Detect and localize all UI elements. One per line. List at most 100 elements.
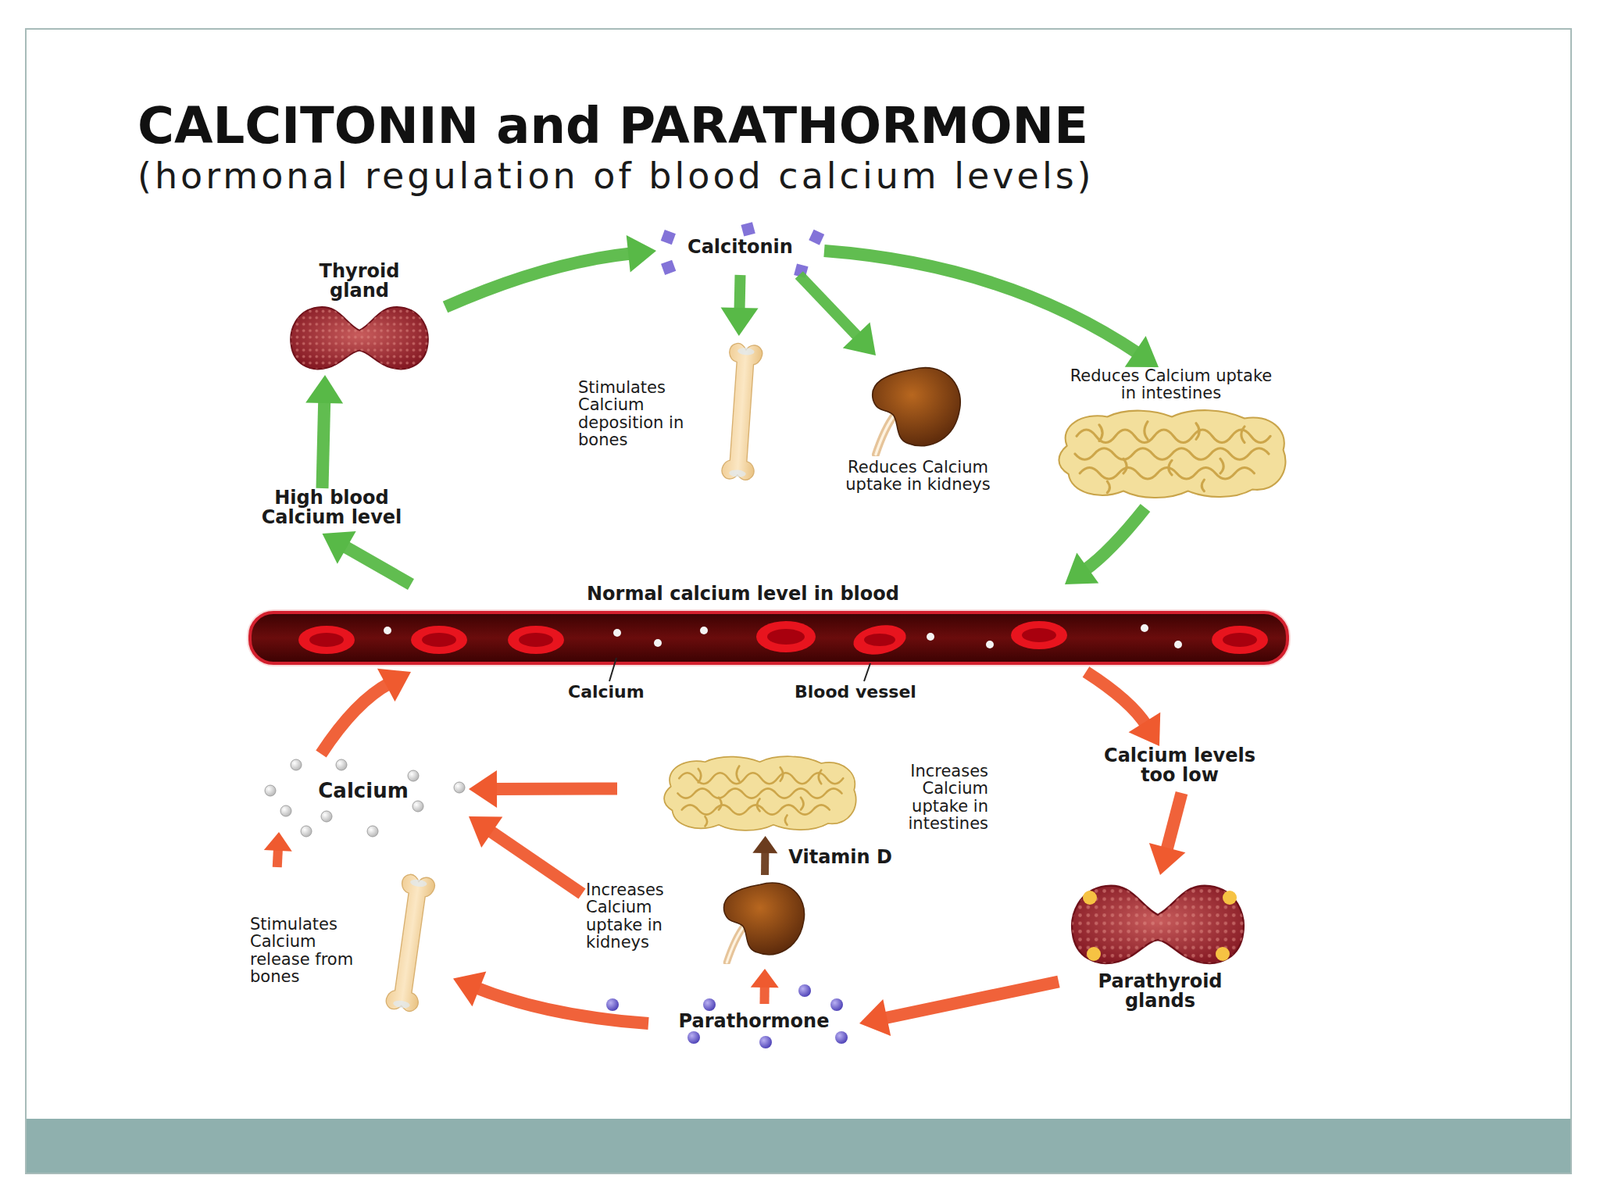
effect-label: Reduces Calcium uptake in kidneys xyxy=(812,355,1024,497)
arrow-shaft xyxy=(1085,671,1147,726)
blood-vessel xyxy=(298,621,1268,659)
arrow-head xyxy=(322,531,357,565)
node-text: Calcium xyxy=(304,778,422,803)
blood-vessel xyxy=(864,633,896,647)
blood-vessel xyxy=(309,632,344,647)
calcitonin-molecules xyxy=(660,260,676,275)
blood-vessel xyxy=(518,632,554,647)
leader-line xyxy=(609,657,617,682)
effect-label: Increases Calcium uptake in kidneys xyxy=(582,875,817,969)
blood-vessel xyxy=(1010,621,1068,650)
blood-vessel xyxy=(383,626,392,635)
edge-label: Vitamin D xyxy=(788,846,893,868)
blood-vessel xyxy=(246,609,1291,667)
blood-vessel xyxy=(1021,628,1057,643)
blood-vessel xyxy=(756,621,816,653)
state-label: High blood Calcium level xyxy=(234,488,430,534)
flow-arrow xyxy=(750,968,779,1004)
blood-vessel xyxy=(1174,640,1183,649)
node-text: Calcitonin xyxy=(656,237,825,258)
bone xyxy=(720,342,763,481)
arrow-shaft xyxy=(1084,507,1146,571)
arrow-head xyxy=(752,835,778,854)
node-text: Stimulates Calcium release from bones xyxy=(250,915,364,986)
leader-line xyxy=(864,663,871,682)
calcium-ions xyxy=(264,759,465,837)
effect-label: Reduces Calcium uptake in intestines xyxy=(1039,367,1305,508)
calcitonin-molecules xyxy=(808,229,825,246)
calcium-ions xyxy=(300,825,312,837)
blood-vessel xyxy=(700,626,708,635)
kidney xyxy=(872,367,961,455)
parathyroid-glands xyxy=(1215,946,1230,961)
part-label: Blood vessel xyxy=(794,682,917,702)
flow-arrow xyxy=(453,971,649,1024)
arrow-shaft xyxy=(824,250,1140,354)
calcium-ions xyxy=(407,770,419,782)
blood-vessel xyxy=(250,612,1288,664)
flow-arrow xyxy=(305,375,343,489)
node-text: Increases Calcium uptake in kidneys xyxy=(585,881,704,951)
parathyroid-glands xyxy=(1222,890,1237,905)
parathormone-molecules xyxy=(830,998,843,1011)
blood-vessel xyxy=(410,625,468,654)
title: CALCITONIN and PARATHORMONE xyxy=(137,96,1089,155)
node-text: Thyroid gland xyxy=(304,261,415,302)
effect-label: Stimulates Calcium release from bones xyxy=(246,867,454,1016)
calcium-ions xyxy=(290,759,302,771)
node-text: Normal calcium level in blood xyxy=(242,584,1244,604)
state-label: Calcium levels too low xyxy=(1070,746,1293,793)
bone xyxy=(720,342,763,481)
node-text: Parathormone xyxy=(648,1011,860,1032)
blood-vessel xyxy=(507,625,565,654)
arrow-shaft xyxy=(321,682,390,754)
kidney xyxy=(723,882,804,963)
arrow-head xyxy=(468,816,503,848)
arrow-shaft xyxy=(342,545,411,585)
kidney xyxy=(872,367,961,455)
arrow-shaft xyxy=(882,982,1059,1019)
calcium-ions xyxy=(264,785,276,797)
arrow-shaft xyxy=(277,847,279,868)
parathormone-molecules xyxy=(606,998,619,1011)
flow-arrow xyxy=(1149,792,1186,875)
flow-arrow xyxy=(322,531,412,585)
part-label: Calcium xyxy=(567,682,645,702)
node-text: Calcium levels too low xyxy=(1085,746,1274,786)
arrow-shaft xyxy=(475,987,649,1024)
arrow-head xyxy=(305,375,343,404)
bone xyxy=(384,873,436,1013)
arrow-head xyxy=(453,971,486,1008)
flow-arrow xyxy=(1064,507,1146,585)
arrow-head xyxy=(842,321,876,356)
flow-arrow xyxy=(468,770,618,808)
flow-arrow xyxy=(264,832,293,868)
gland-label: Thyroid gland xyxy=(273,261,446,375)
arrow-head xyxy=(1064,553,1099,585)
ion-label: Calcium xyxy=(257,753,469,833)
flow-arrow xyxy=(1085,671,1161,747)
arrow-head xyxy=(1125,335,1159,368)
blood-vessel xyxy=(383,624,1183,649)
blood-vessel xyxy=(246,609,1291,667)
blood-vessel xyxy=(653,639,662,647)
node-text: Stimulates Calcium deposition in bones xyxy=(578,378,696,449)
arrow-shaft xyxy=(799,275,860,339)
arrow-head xyxy=(721,307,759,336)
parathormone-molecules xyxy=(687,1031,700,1044)
arrow-head xyxy=(859,999,891,1036)
node-text: Reduces Calcium uptake in intestines xyxy=(1066,367,1276,403)
blood-vessel xyxy=(421,632,457,647)
blood-vessel xyxy=(613,628,622,637)
arrow-head xyxy=(264,832,293,852)
arrow-shaft xyxy=(445,253,633,308)
node-text: Increases Calcium uptake in intestines xyxy=(875,762,989,833)
intestines xyxy=(1058,410,1286,498)
blood-vessel xyxy=(767,628,805,645)
blood-vessel xyxy=(1211,625,1268,654)
blood-vessel xyxy=(985,640,994,649)
intestines xyxy=(664,756,857,831)
flow-arrow xyxy=(445,235,657,308)
node-text: Reduces Calcium uptake in kidneys xyxy=(824,458,1012,494)
